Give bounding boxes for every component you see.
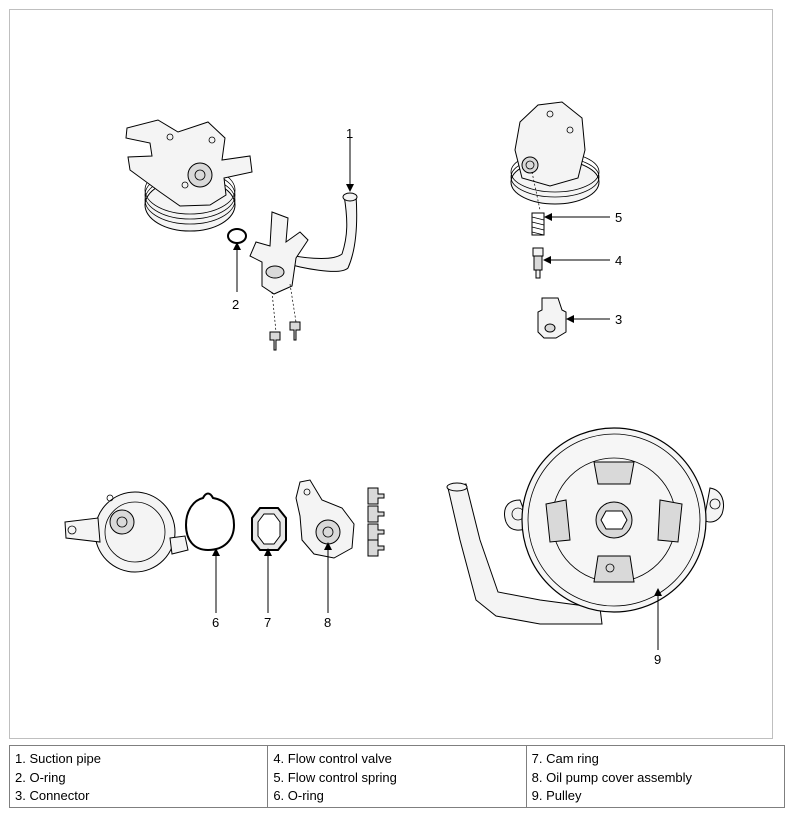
pump-body-top-right: [510, 101, 600, 211]
o-ring-6: [184, 492, 236, 552]
callout-1: 1: [346, 126, 353, 141]
legend-column-3: 7. Cam ring 8. Oil pump cover assembly 9…: [525, 745, 786, 808]
callout-6: 6: [212, 615, 219, 630]
pump-rear-housing: [64, 491, 189, 573]
callout-5: 5: [615, 210, 622, 225]
legend-item: 5. Flow control spring: [273, 769, 397, 785]
callout-8: 8: [324, 615, 331, 630]
legend-item: 2. O-ring: [15, 769, 66, 785]
legend-item: 4. Flow control valve: [273, 751, 392, 766]
callout-3: 3: [615, 312, 622, 327]
oil-pump-cover-assembly-8: [295, 479, 385, 559]
exploded-diagram: 1 2 3 4 5 6 7 8 9: [9, 9, 773, 739]
flow-control-valve-4: [532, 247, 544, 279]
legend-item: 7. Cam ring: [531, 751, 599, 766]
suction-pipe-1: [249, 192, 358, 351]
legend-item: 3. Connector: [15, 788, 90, 803]
cam-ring-7: [251, 507, 287, 551]
legend-item: 9. Pulley: [531, 788, 582, 803]
diagram-canvas: 1 2 3 4 5 6 7 8 9: [64, 101, 724, 667]
legend-column-2: 4. Flow control valve 5. Flow control sp…: [267, 745, 527, 808]
connector-3: [537, 297, 567, 339]
parts-legend: 1. Suction pipe 2. O-ring 3. Connector 4…: [8, 745, 786, 808]
flow-control-spring-5: [531, 212, 545, 236]
callout-7: 7: [264, 615, 271, 630]
legend-item: 8. Oil pump cover assembly: [531, 769, 693, 785]
legend-column-1: 1. Suction pipe 2. O-ring 3. Connector: [8, 745, 269, 808]
callout-9: 9: [654, 652, 661, 667]
legend-item: 6. O-ring: [273, 788, 324, 803]
o-ring-2: [227, 228, 247, 244]
pump-body-top-left: [125, 119, 253, 232]
callout-4: 4: [615, 253, 622, 268]
pulley-9: [446, 427, 724, 625]
legend-item: 1. Suction pipe: [15, 751, 102, 766]
callout-2: 2: [232, 297, 239, 312]
